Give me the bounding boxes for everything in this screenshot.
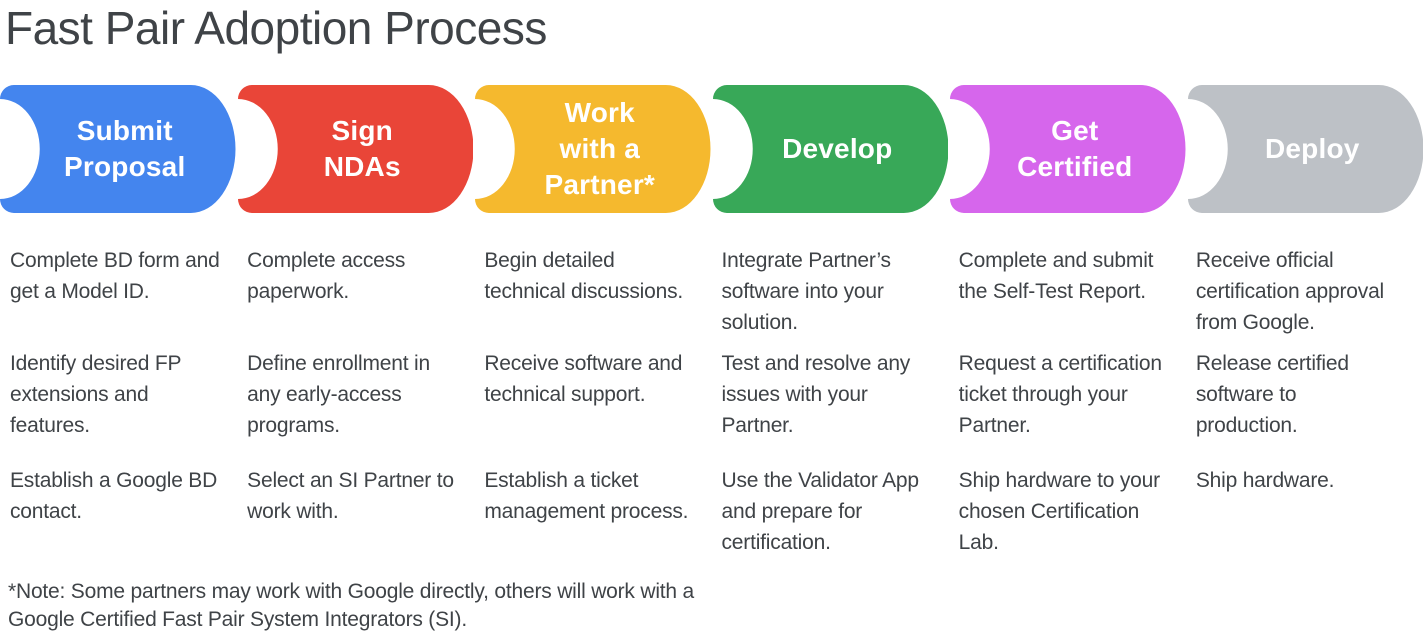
step-develop: Develop	[713, 85, 949, 213]
step-detail: Integrate Partner’s software into your s…	[722, 245, 949, 338]
process-steps-band: Submit Proposal Sign NDAs Work with a Pa…	[0, 85, 1423, 213]
step-details-grid: Complete BD form and get a Model ID. Ide…	[0, 245, 1423, 558]
step-detail: Release certified software to production…	[1196, 348, 1423, 441]
step-detail: Test and resolve any issues with your Pa…	[722, 348, 949, 441]
step-detail: Ship hardware.	[1196, 465, 1423, 496]
page-title: Fast Pair Adoption Process	[5, 0, 547, 58]
footnote: *Note: Some partners may work with Googl…	[8, 578, 694, 634]
step-get-certified: Get Certified	[950, 85, 1186, 213]
step-detail: Ship hardware to your chosen Certificati…	[959, 465, 1186, 558]
step-detail: Begin detailed technical discussions.	[484, 245, 711, 307]
step-detail: Receive software and technical support.	[484, 348, 711, 410]
details-column-work-with-partner: Begin detailed technical discussions. Re…	[474, 245, 711, 558]
step-label: Develop	[713, 85, 949, 213]
step-detail: Complete access paperwork.	[247, 245, 474, 307]
details-column-develop: Integrate Partner’s software into your s…	[712, 245, 949, 558]
step-detail: Complete and submit the Self-Test Report…	[959, 245, 1186, 307]
details-column-deploy: Receive official certification approval …	[1186, 245, 1423, 558]
step-detail: Select an SI Partner to work with.	[247, 465, 474, 527]
step-detail: Establish a ticket management process.	[484, 465, 711, 527]
details-column-submit-proposal: Complete BD form and get a Model ID. Ide…	[0, 245, 237, 558]
step-label: Work with a Partner*	[475, 85, 711, 213]
step-deploy: Deploy	[1188, 85, 1423, 213]
step-detail: Define enrollment in any early-access pr…	[247, 348, 474, 441]
step-detail: Identify desired FP extensions and featu…	[10, 348, 237, 441]
step-sign-ndas: Sign NDAs	[238, 85, 474, 213]
step-label: Sign NDAs	[238, 85, 474, 213]
step-label: Submit Proposal	[0, 85, 236, 213]
step-detail: Complete BD form and get a Model ID.	[10, 245, 237, 307]
details-column-sign-ndas: Complete access paperwork. Define enroll…	[237, 245, 474, 558]
step-detail: Request a certification ticket through y…	[959, 348, 1186, 441]
step-detail: Establish a Google BD contact.	[10, 465, 237, 527]
step-submit-proposal: Submit Proposal	[0, 85, 236, 213]
step-work-with-partner: Work with a Partner*	[475, 85, 711, 213]
step-detail: Receive official certification approval …	[1196, 245, 1423, 338]
details-column-get-certified: Complete and submit the Self-Test Report…	[949, 245, 1186, 558]
step-label: Deploy	[1188, 85, 1423, 213]
step-label: Get Certified	[950, 85, 1186, 213]
step-detail: Use the Validator App and prepare for ce…	[722, 465, 949, 558]
